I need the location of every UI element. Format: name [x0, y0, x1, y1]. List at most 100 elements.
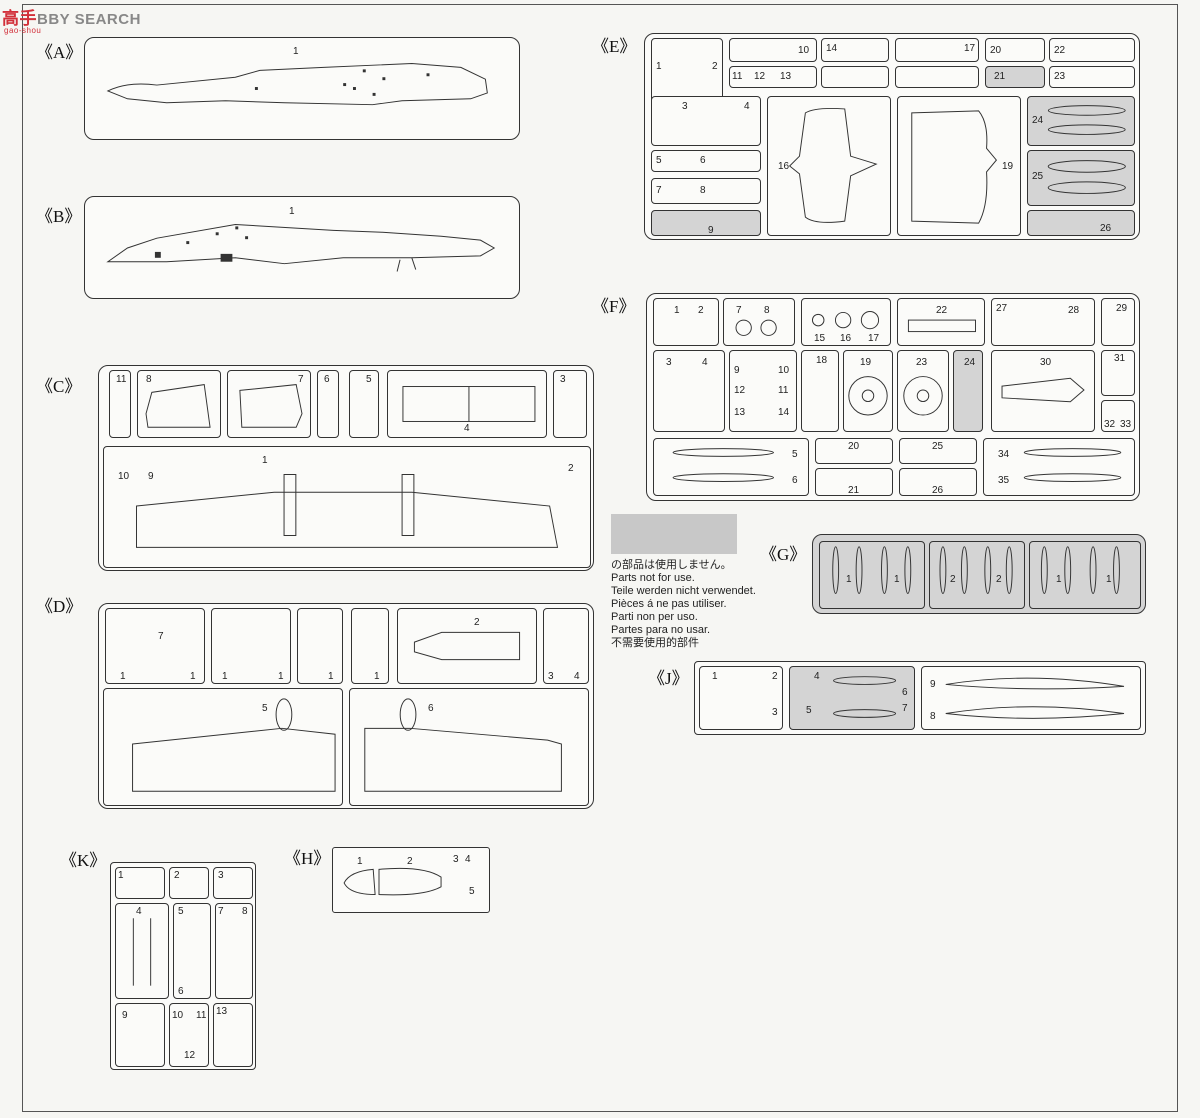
part-number: 5	[792, 449, 798, 460]
part-cell: 14	[821, 38, 889, 62]
part-number: 35	[998, 475, 1010, 486]
part-number: 7	[656, 185, 662, 196]
part-number: 5	[656, 155, 662, 166]
bomb-row-drawing	[832, 546, 1120, 594]
part-number: 10	[118, 471, 130, 482]
part-number: 22	[1054, 45, 1066, 56]
legend-line-ja: の部品は使用しません。	[611, 559, 732, 571]
part-number: 2	[712, 61, 718, 72]
part-number: 11	[732, 71, 743, 82]
part-cell: 8	[137, 370, 221, 438]
part-number: 5	[366, 374, 372, 385]
part-number: 4	[465, 854, 471, 865]
part-number: 7	[736, 305, 742, 316]
part-number: 1	[278, 671, 284, 682]
part-cell-wing: 6	[349, 688, 589, 806]
part-number: 4	[702, 357, 708, 368]
part-number: 1	[374, 671, 380, 682]
part-cell: 21	[815, 468, 893, 496]
part-cell	[895, 66, 979, 88]
part-cell-wing: 5	[103, 688, 343, 806]
rack-drawing	[132, 918, 152, 986]
part-cell: 23	[1049, 66, 1135, 88]
part-number: 26	[932, 485, 944, 496]
part-number: 1	[712, 671, 718, 682]
part-number: 1	[656, 61, 662, 72]
part-cell: 22	[897, 298, 985, 346]
part-number: 1	[289, 206, 295, 217]
part-number: 3	[453, 854, 459, 865]
watermark-text: BBY SEARCH	[37, 11, 141, 28]
watermark-cjk: 高手	[2, 9, 37, 28]
sprue-b-frame: 1	[84, 196, 520, 299]
sprue-c-frame: 11 8 7 6 5 4 3 10 9 1 2	[98, 365, 594, 571]
part-cell: 1	[351, 608, 389, 684]
missile-drawing	[1023, 448, 1122, 482]
part-cell: 2	[397, 608, 537, 684]
part-cell: 16	[767, 96, 891, 236]
part-cell: 5 6	[651, 150, 761, 172]
sprue-f-frame: 1 2 7 8 15 16 17 22 27 28 29 3 4 9 10 12…	[646, 293, 1140, 501]
unused-parts-swatch	[611, 514, 737, 554]
bomb-drawing	[1047, 160, 1126, 194]
part-cell: 13	[213, 1003, 253, 1067]
part-cell: 1 2 3	[699, 666, 783, 730]
part-cell: 2	[169, 867, 209, 899]
part-number: 1	[293, 46, 299, 57]
part-number: 1	[357, 856, 363, 867]
part-cell: 30	[991, 350, 1095, 432]
intake-panel-drawing	[911, 110, 998, 224]
part-cell: 18	[801, 350, 839, 432]
sprue-k-label: 《K》	[60, 851, 107, 870]
part-number: 4	[574, 671, 580, 682]
part-number: 6	[700, 155, 706, 166]
part-number: 6	[792, 475, 798, 486]
sprue-f-label: 《F》	[592, 297, 636, 316]
part-number: 5	[806, 705, 812, 716]
part-number: 1	[674, 305, 680, 316]
part-number: 8	[700, 185, 706, 196]
part-cell: 32 33	[1101, 400, 1135, 432]
part-number: 20	[848, 441, 860, 452]
sprue-j-label: 《J》	[648, 669, 689, 688]
part-number: 10	[798, 45, 810, 56]
part-number: 32	[1104, 419, 1116, 430]
part-number: 3	[218, 870, 224, 881]
part-number: 8	[242, 906, 248, 917]
part-cell: 23	[897, 350, 949, 432]
part-number: 10	[172, 1010, 184, 1021]
part-number: 7	[218, 906, 224, 917]
part-cell: 27 28	[991, 298, 1095, 346]
part-cell: 5 6	[173, 903, 211, 999]
intake-panel-drawing	[788, 107, 878, 223]
canopy-frame-drawing	[413, 631, 521, 661]
part-cell: 9 8	[921, 666, 1141, 730]
part-number: 12	[734, 385, 746, 396]
part-number: 2	[772, 671, 778, 682]
part-number: 4	[136, 906, 142, 917]
part-number: 10	[778, 365, 790, 376]
part-cell: 11	[109, 370, 131, 438]
part-cell: 7 1 1	[105, 608, 205, 684]
part-cell: 34 35	[983, 438, 1135, 496]
sprue-a-frame: 1	[84, 37, 520, 140]
part-cell: 7 8	[215, 903, 253, 999]
part-number: 2	[996, 574, 1002, 585]
part-number: 6	[324, 374, 330, 385]
part-cell: 11 12 13	[729, 66, 817, 88]
part-number: 1	[262, 455, 268, 466]
tail-fin-drawing	[239, 384, 303, 428]
part-cell: 10 11 12	[169, 1003, 209, 1067]
missile-drawing	[672, 448, 774, 482]
tail-fin-drawing	[145, 384, 211, 428]
part-cell: 3 4	[543, 608, 589, 684]
part-cell: 7	[227, 370, 311, 438]
part-number: 3	[560, 374, 566, 385]
part-number: 9	[734, 365, 740, 376]
fan-drawing	[903, 376, 943, 416]
part-number: 16	[778, 161, 790, 172]
part-number: 9	[122, 1010, 128, 1021]
part-number: 6	[902, 687, 908, 698]
part-number: 21	[994, 71, 1006, 82]
part-cell: 7 8	[723, 298, 795, 346]
